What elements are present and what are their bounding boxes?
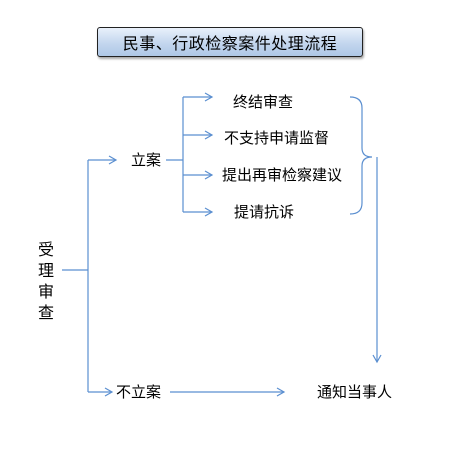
node-outcome-protest: 提请抗诉 xyxy=(234,203,295,221)
node-outcome-retrial-suggestion: 提出再审检察建议 xyxy=(222,166,343,184)
node-no-file-case: 不立案 xyxy=(116,383,162,401)
diagram-title: 民事、行政检察案件处理流程 xyxy=(97,27,363,57)
node-review: 受理审查 xyxy=(37,240,54,322)
outcomes-brace xyxy=(349,96,373,215)
node-file-case: 立案 xyxy=(131,151,162,169)
node-outcome-not-support: 不支持申请监督 xyxy=(224,129,330,147)
node-outcome-terminate: 终结审查 xyxy=(233,93,294,111)
node-notify-parties: 通知当事人 xyxy=(317,383,393,401)
